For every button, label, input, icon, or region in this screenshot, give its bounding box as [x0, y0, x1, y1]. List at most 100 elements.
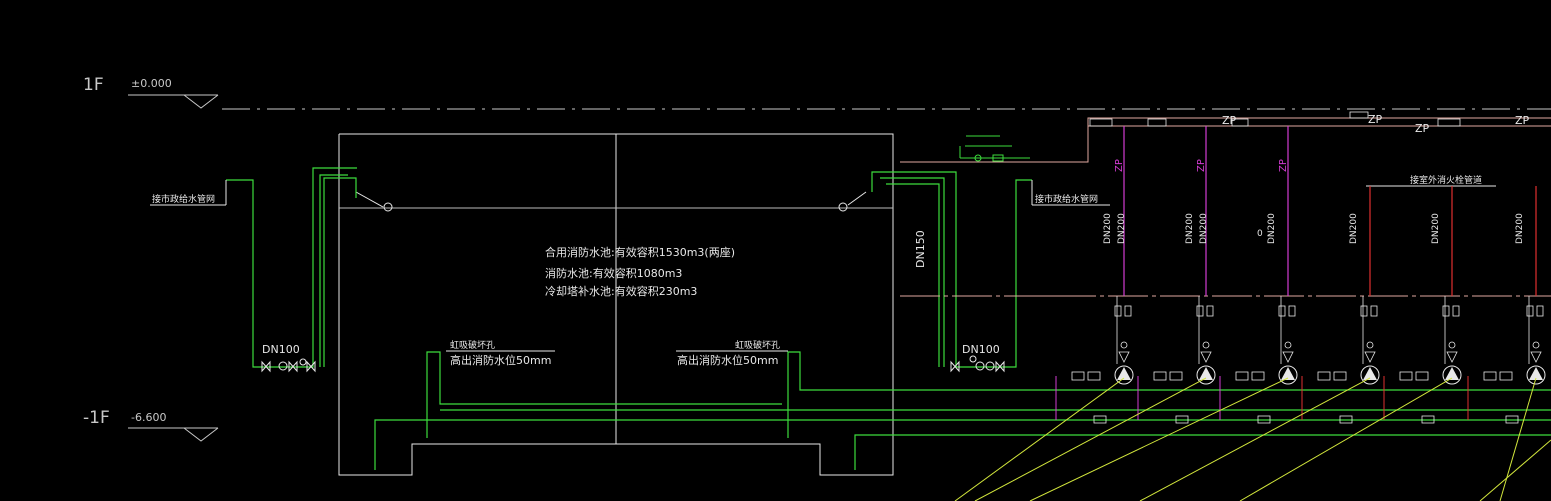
- pump-impeller: [1445, 367, 1459, 380]
- pressure-gauge: [1120, 341, 1128, 349]
- gate-valve: [1288, 305, 1296, 317]
- suction-fitting: [1087, 371, 1101, 381]
- riser-extra-label: 0: [1257, 229, 1263, 239]
- pump-impeller: [1281, 367, 1295, 380]
- suction-valve: [1317, 371, 1331, 381]
- inlet-pipe-left: [226, 167, 357, 368]
- gate-valve: [1536, 305, 1544, 317]
- pipe-size-dn150: DN150: [914, 230, 927, 268]
- drain-valve: [1505, 415, 1519, 424]
- suction-fitting: [1415, 371, 1429, 381]
- drain-valve: [1175, 415, 1189, 424]
- pressure-gauge: [1284, 341, 1292, 349]
- pool-note-2: 消防水池:有效容积1080m3: [545, 266, 682, 280]
- float-valve-arm-left: [355, 191, 384, 208]
- valve-group-right: [950, 355, 1005, 373]
- gate-valve: [1124, 305, 1132, 317]
- suction-valve: [1071, 371, 1085, 381]
- check-valve: [1114, 305, 1122, 317]
- level-label-minus1f: -1F: [83, 408, 110, 428]
- float-valve-right: [838, 202, 848, 212]
- valve-group-left: [261, 358, 316, 373]
- pipe-size-right: DN100: [962, 343, 1000, 356]
- gate-valve: [1452, 305, 1460, 317]
- gate-valve: [1370, 305, 1378, 317]
- dn-riser-label: DN200: [1515, 213, 1525, 244]
- pool-note-3: 冷却塔补水池:有效容积230m3: [545, 284, 697, 298]
- reducer: [1200, 351, 1212, 363]
- municipal-label-left: 接市政给水管网: [152, 193, 215, 205]
- check-valve: [1442, 305, 1450, 317]
- zp-riser-label: ZP: [1196, 159, 1207, 172]
- drain-valve: [1257, 415, 1271, 424]
- pipe-size-left: DN100: [262, 343, 300, 356]
- level-marker-minus1f: -1F -6.600: [83, 408, 219, 442]
- outdoor-hydrant-label: 接室外消火栓管道: [1410, 174, 1482, 186]
- pressure-gauge: [1366, 341, 1374, 349]
- elevation-triangle-1f: [183, 94, 219, 109]
- suction-pipes-in-pool: [374, 351, 1551, 470]
- zp-riser-label: ZP: [1114, 159, 1125, 172]
- pool-outline: [338, 133, 894, 476]
- suction-fitting: [1499, 371, 1513, 381]
- elevation-triangle-minus1f: [183, 427, 219, 442]
- pressure-gauge: [1202, 341, 1210, 349]
- reducer: [1364, 351, 1376, 363]
- top-header-pipe: [900, 117, 1551, 297]
- zp-label-header-4: ZP: [1515, 114, 1530, 127]
- dn-riser-label: DN200: [1349, 213, 1359, 244]
- pool-note-1: 合用消防水池:有效容积1530m3(两座): [545, 245, 735, 259]
- elevation-label-minus1f: -6.600: [131, 411, 166, 424]
- suction-valve: [1483, 371, 1497, 381]
- suction-valve: [1399, 371, 1413, 381]
- check-valve: [1196, 305, 1204, 317]
- pressure-gauge: [1448, 341, 1456, 349]
- pump-body: [1278, 365, 1298, 385]
- dn-riser-label: DN200: [1267, 213, 1277, 244]
- pump-body: [1114, 365, 1134, 385]
- elevation-label-1f: ±0.000: [131, 77, 172, 90]
- pump-impeller: [1363, 367, 1377, 380]
- dn-riser-label: DN200: [1199, 213, 1209, 244]
- siphon-note-left-a: 虹吸破坏孔: [450, 339, 495, 351]
- pump-body: [1442, 365, 1462, 385]
- level-label-1f: 1F: [83, 75, 104, 95]
- siphon-note-right-a: 虹吸破坏孔: [735, 339, 780, 351]
- reducer: [1282, 351, 1294, 363]
- header-pipe-labels: ZP ZP ZP ZP: [1089, 111, 1530, 135]
- pump-impeller: [1117, 367, 1131, 380]
- level-marker-1f: 1F ±0.000: [83, 75, 219, 109]
- suction-fitting: [1169, 371, 1183, 381]
- yellow-suction-lines: [954, 377, 1551, 501]
- siphon-note-left-b: 高出消防水位50mm: [450, 353, 551, 367]
- check-valve: [1278, 305, 1286, 317]
- suction-fitting: [1251, 371, 1265, 381]
- zp-label-header-3: ZP: [1415, 122, 1430, 135]
- float-valve-arm-right: [847, 191, 867, 206]
- municipal-label-right: 接市政给水管网: [1035, 193, 1098, 205]
- drain-valve: [1093, 415, 1107, 424]
- zp-label-header-1: ZP: [1222, 114, 1237, 127]
- dn-riser-label: DN200: [1103, 213, 1113, 244]
- pump-body: [1196, 365, 1216, 385]
- suction-valve: [1235, 371, 1249, 381]
- inlet-pipe-right: [871, 171, 1032, 368]
- pump-body: [1526, 365, 1546, 385]
- dn-riser-label: DN200: [1431, 213, 1441, 244]
- dn-riser-label: DN200: [1117, 213, 1127, 244]
- reducer: [1118, 351, 1130, 363]
- drain-valve: [1339, 415, 1353, 424]
- siphon-note-right-b: 高出消防水位50mm: [677, 353, 778, 367]
- inlet-valve-assembly: [959, 135, 1030, 162]
- check-valve: [1360, 305, 1368, 317]
- float-valve-left: [383, 202, 393, 212]
- pressure-gauge: [1532, 341, 1540, 349]
- gate-valve: [1206, 305, 1214, 317]
- fire-water-pool: [338, 133, 894, 476]
- dn-riser-label: DN200: [1185, 213, 1195, 244]
- check-valve: [1526, 305, 1534, 317]
- suction-valve: [1153, 371, 1167, 381]
- drain-valve: [1421, 415, 1435, 424]
